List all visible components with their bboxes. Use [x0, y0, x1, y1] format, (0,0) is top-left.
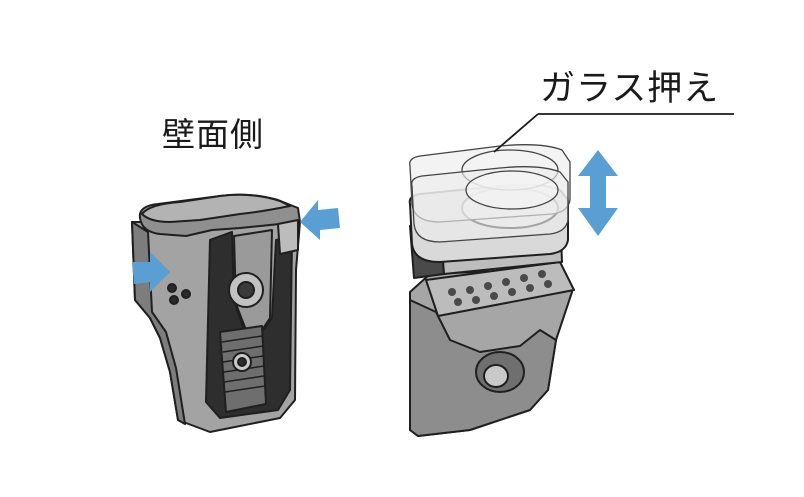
left-clip-side-hole-3	[169, 295, 179, 305]
wall-side-label: 壁面側	[162, 115, 264, 154]
left-clip-side-hole-1	[167, 283, 177, 293]
glass-holder-leader	[493, 113, 734, 153]
left-clip-side-hole-2	[181, 289, 191, 299]
glass-holder-ghost-oval-2	[465, 170, 559, 210]
left-clip-right-lip	[277, 219, 299, 255]
glass-holder-ghost	[409, 144, 571, 243]
left-clip	[131, 193, 301, 433]
left-clip-cap-top	[141, 193, 291, 223]
arrow-left-icon	[300, 200, 340, 240]
left-clip-screw-hole-center	[237, 357, 247, 367]
left-clip-hole-inner	[237, 281, 255, 299]
right-clip-bumps	[448, 270, 552, 306]
glass-holder-label: ガラス押え	[540, 69, 720, 109]
right-clip-hole-inner	[483, 364, 509, 388]
right-clip-top-plate	[425, 261, 575, 317]
arrow-right-icon	[132, 252, 170, 292]
arrow-up-down-icon	[578, 150, 618, 236]
